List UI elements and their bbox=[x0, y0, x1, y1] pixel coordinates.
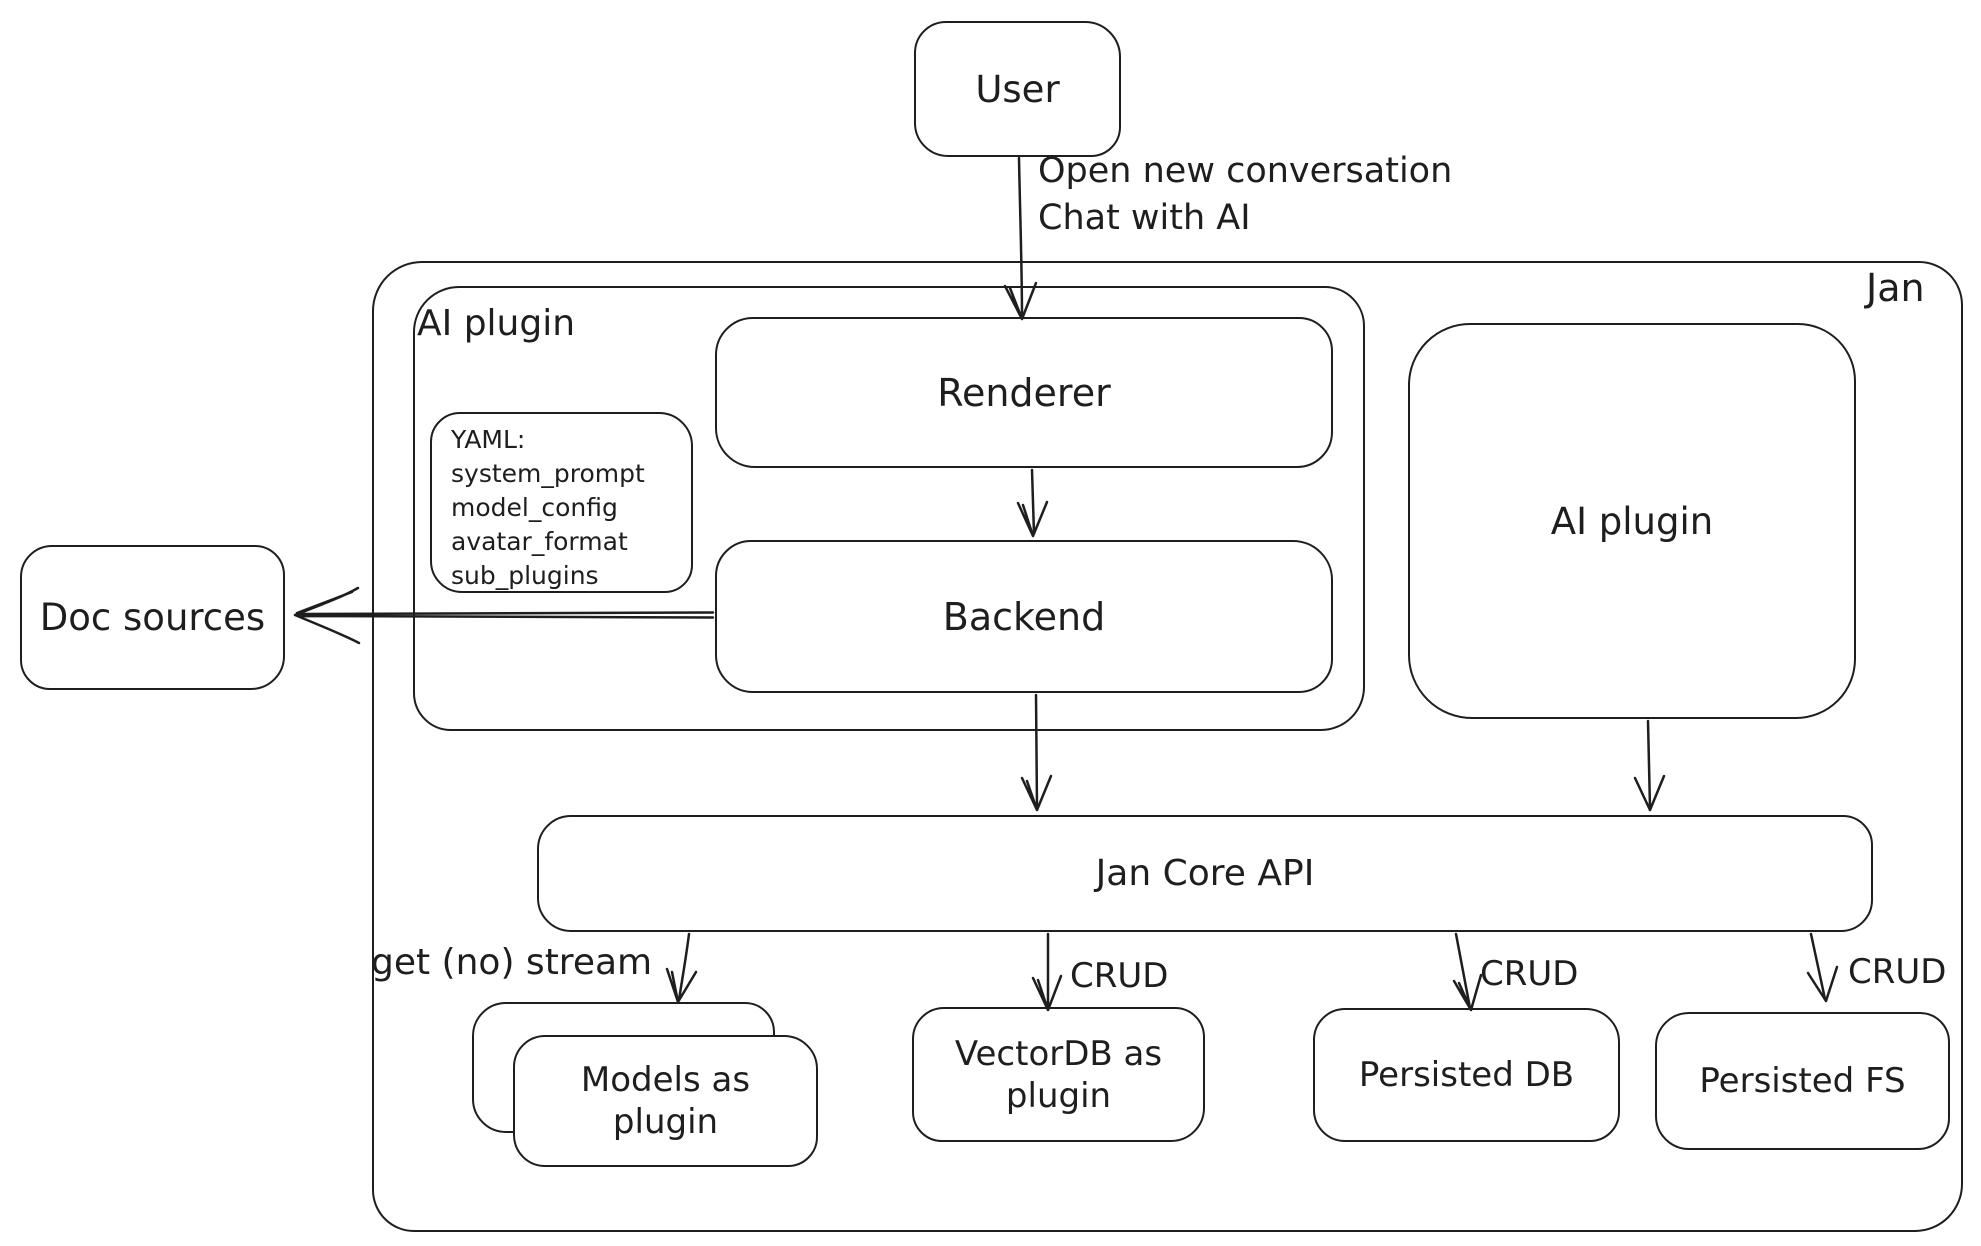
yaml-note-line: model_config bbox=[451, 493, 618, 522]
ai-plugin-group-label: AI plugin bbox=[417, 303, 576, 344]
yaml-note-text: YAML: system_prompt model_config avatar_… bbox=[451, 423, 645, 593]
jan-core-api-node: Jan Core API bbox=[537, 815, 1873, 932]
user-node-label: User bbox=[975, 67, 1060, 111]
yaml-note-line: avatar_format bbox=[451, 527, 628, 556]
persisted-fs-node-label: Persisted FS bbox=[1699, 1061, 1906, 1101]
persisted-fs-node: Persisted FS bbox=[1655, 1012, 1950, 1150]
yaml-note-line: YAML: bbox=[451, 425, 526, 454]
yaml-note-line: system_prompt bbox=[451, 459, 645, 488]
models-plugin-node-label: Models as plugin bbox=[580, 1060, 751, 1142]
user-node: User bbox=[914, 21, 1121, 157]
edge-label-crud-vectordb: CRUD bbox=[1070, 956, 1169, 996]
yaml-note: YAML: system_prompt model_config avatar_… bbox=[430, 412, 693, 593]
ai-plugin-right-node: AI plugin bbox=[1408, 323, 1856, 719]
edge-label-crud-persisted-fs: CRUD bbox=[1848, 952, 1947, 992]
yaml-note-line: sub_plugins bbox=[451, 561, 599, 590]
edge-label-crud-persisted-db: CRUD bbox=[1480, 954, 1579, 994]
persisted-db-node: Persisted DB bbox=[1313, 1008, 1620, 1142]
ai-plugin-right-node-label: AI plugin bbox=[1550, 499, 1714, 543]
persisted-db-node-label: Persisted DB bbox=[1358, 1055, 1575, 1095]
vectordb-plugin-node: VectorDB as plugin bbox=[912, 1007, 1205, 1142]
renderer-node: Renderer bbox=[715, 317, 1333, 468]
edge-label-open-conversation-line2: Chat with AI bbox=[1038, 198, 1251, 238]
jan-core-api-node-label: Jan Core API bbox=[1095, 853, 1315, 894]
doc-sources-node: Doc sources bbox=[20, 545, 285, 690]
edge-label-open-conversation: Open new conversation Chat with AI bbox=[1038, 148, 1452, 242]
vectordb-plugin-node-label: VectorDB as plugin bbox=[954, 1033, 1163, 1116]
backend-node: Backend bbox=[715, 540, 1333, 693]
jan-container-label: Jan bbox=[1866, 266, 1925, 310]
edge-label-get-no-stream: get (no) stream bbox=[371, 942, 653, 983]
edge-label-open-conversation-line1: Open new conversation bbox=[1038, 151, 1453, 191]
backend-node-label: Backend bbox=[942, 594, 1106, 639]
doc-sources-node-label: Doc sources bbox=[39, 596, 266, 639]
renderer-node-label: Renderer bbox=[937, 370, 1111, 415]
models-plugin-node: Models as plugin bbox=[513, 1035, 818, 1167]
